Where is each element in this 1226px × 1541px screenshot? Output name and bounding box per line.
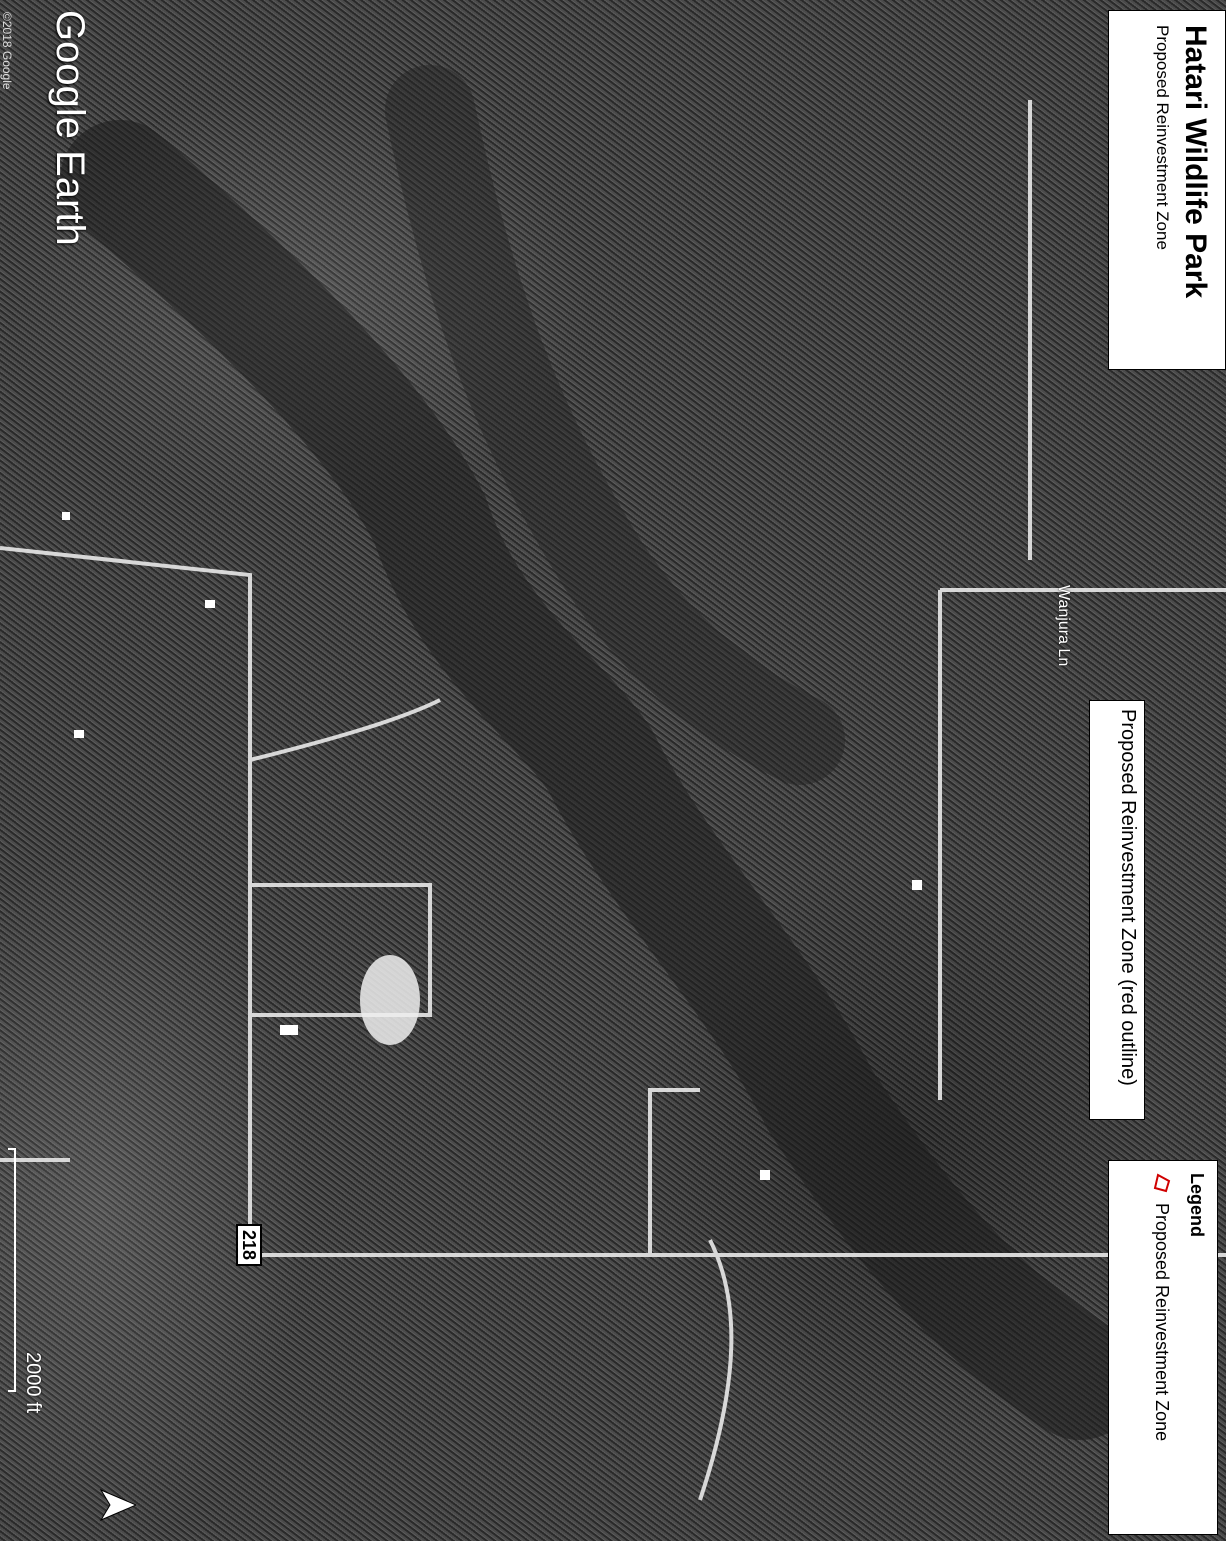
river-valley-branch bbox=[385, 65, 845, 785]
scale-bar bbox=[8, 1148, 16, 1392]
river-valley bbox=[60, 120, 1140, 1440]
google-earth-logo: Google Earth bbox=[48, 10, 92, 246]
polygon-icon bbox=[1153, 1173, 1171, 1193]
road-label: Wanjura Ln bbox=[1055, 585, 1072, 667]
title-panel: Hatari Wildlife Park Proposed Reinvestme… bbox=[1108, 10, 1226, 370]
building bbox=[205, 600, 215, 608]
legend-panel: Legend Proposed Reinvestment Zone bbox=[1108, 1160, 1218, 1535]
legend-item-label: Proposed Reinvestment Zone bbox=[1152, 1203, 1172, 1442]
buildings bbox=[62, 512, 922, 1180]
map-title: Hatari Wildlife Park bbox=[1179, 25, 1212, 299]
north-arrow-icon[interactable]: N bbox=[96, 1475, 136, 1535]
legend-title: Legend bbox=[1187, 1173, 1207, 1238]
road bbox=[0, 546, 1226, 1257]
building bbox=[74, 730, 84, 738]
legend-item[interactable]: Proposed Reinvestment Zone bbox=[1149, 1173, 1175, 1522]
building bbox=[280, 1025, 298, 1035]
road-network bbox=[0, 100, 1226, 1501]
road bbox=[698, 1239, 734, 1501]
scale-label: 2000 ft bbox=[22, 1352, 44, 1414]
building bbox=[62, 512, 70, 520]
zone-label: Proposed Reinvestment Zone (red outline) bbox=[1089, 700, 1145, 1120]
copyright-text: ©2018 Google bbox=[0, 12, 14, 90]
building bbox=[912, 880, 922, 890]
road bbox=[249, 698, 441, 762]
road bbox=[250, 883, 432, 1017]
clearing bbox=[360, 955, 420, 1045]
map-subtitle: Proposed Reinvestment Zone bbox=[1153, 25, 1172, 250]
road bbox=[648, 1088, 700, 1255]
building bbox=[760, 1170, 770, 1180]
route-shield: 218 bbox=[236, 1224, 262, 1266]
